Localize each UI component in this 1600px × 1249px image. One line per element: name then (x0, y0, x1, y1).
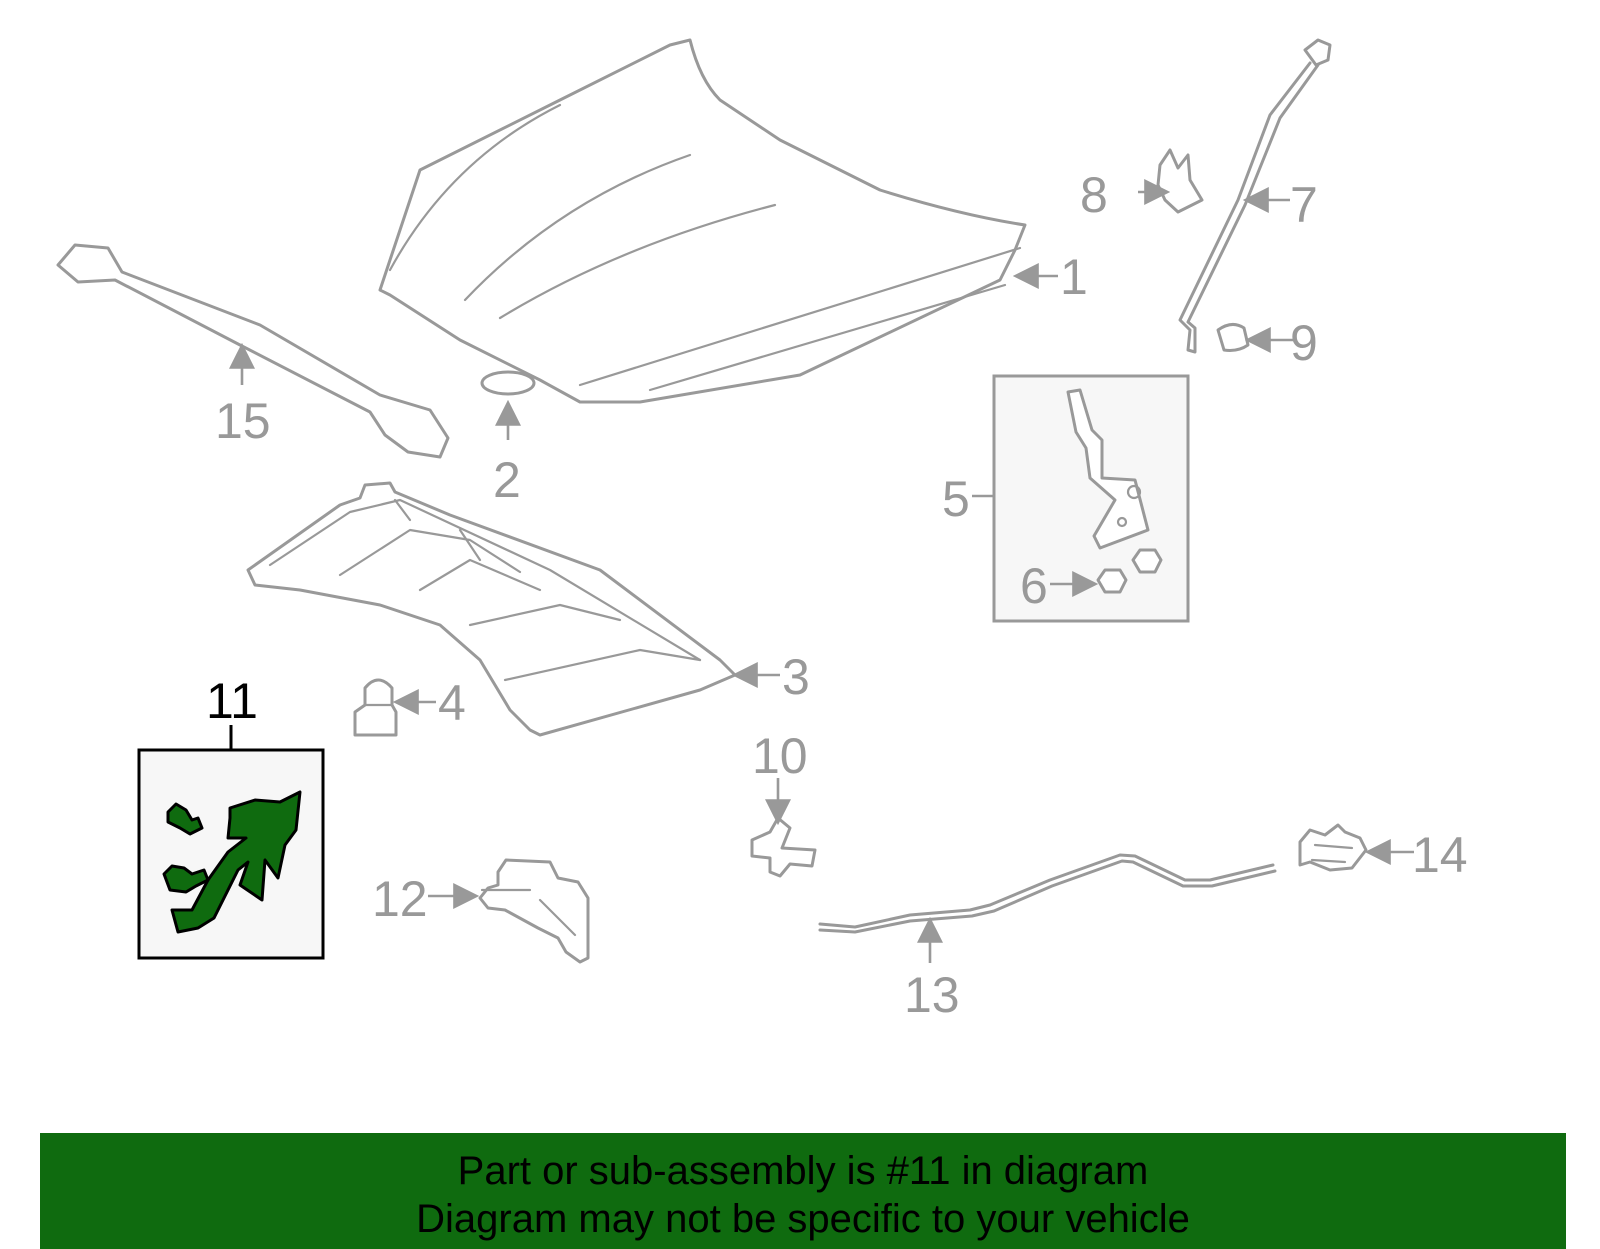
callout-2: 2 (493, 399, 521, 508)
callout-9: 9 (1244, 315, 1318, 371)
svg-text:10: 10 (752, 728, 808, 784)
clip-part-8 (1156, 148, 1204, 214)
handle-part-14 (1298, 823, 1368, 872)
svg-text:2: 2 (493, 452, 521, 508)
svg-text:8: 8 (1080, 167, 1108, 223)
bracket-part-12 (478, 858, 590, 964)
insulator-part (246, 481, 737, 737)
retainer-part (353, 678, 398, 737)
svg-text:3: 3 (782, 649, 810, 705)
info-banner: Part or sub-assembly is #11 in diagram D… (40, 1133, 1566, 1249)
callout-4: 4 (392, 675, 466, 731)
bumper-part-9 (1216, 323, 1250, 352)
callout-8: 8 (1080, 167, 1171, 223)
svg-text:5: 5 (942, 471, 970, 527)
callout-12: 12 (372, 871, 480, 927)
cable-part-13 (818, 853, 1277, 934)
callout-5: 5 (942, 471, 994, 527)
clip-part-10 (750, 816, 817, 878)
svg-text:9: 9 (1290, 315, 1318, 371)
callout-15: 15 (215, 342, 271, 449)
svg-text:4: 4 (438, 675, 466, 731)
latch-box (137, 725, 325, 960)
svg-text:14: 14 (1412, 827, 1468, 883)
callout-14: 14 (1364, 827, 1468, 883)
hood-part (378, 38, 1027, 404)
callout-11: 11 (206, 673, 258, 729)
svg-text:12: 12 (372, 871, 428, 927)
banner-line-disclaimer: Diagram may not be specific to your vehi… (416, 1197, 1190, 1241)
svg-text:15: 15 (215, 393, 271, 449)
callout-13: 13 (904, 916, 960, 1023)
banner-line-part: Part or sub-assembly is #11 in diagram (457, 1149, 1149, 1193)
svg-text:1: 1 (1060, 249, 1088, 305)
svg-text:13: 13 (904, 967, 960, 1023)
callout-6: 6 (1020, 558, 1099, 614)
svg-text:11: 11 (206, 673, 258, 729)
callout-10: 10 (752, 728, 808, 826)
svg-text:7: 7 (1290, 177, 1318, 233)
callout-3: 3 (731, 649, 810, 705)
callout-1: 1 (1012, 249, 1088, 305)
svg-text:6: 6 (1020, 558, 1048, 614)
callout-7: 7 (1242, 177, 1318, 233)
plug-part (480, 370, 536, 396)
